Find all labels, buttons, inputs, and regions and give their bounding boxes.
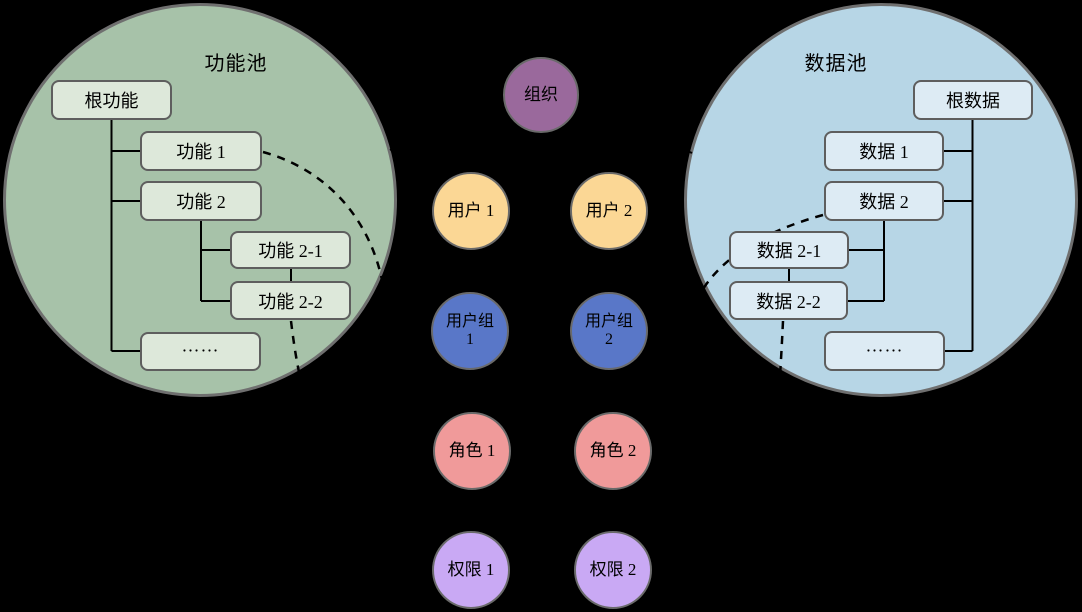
dashed-link-function2-2 xyxy=(289,320,444,546)
entity-label: 角色 1 xyxy=(448,441,496,461)
entity-permission-2: 权限 2 xyxy=(574,531,652,609)
data-pool-title: 数据池 xyxy=(804,53,868,75)
node-label: 数据 2-2 xyxy=(756,291,821,312)
node-data-2-1: 数据 2-1 xyxy=(729,231,849,269)
entity-label: 权限 2 xyxy=(589,560,637,580)
hierarchy-lines xyxy=(389,101,693,543)
entity-label: 用户组 xyxy=(584,312,633,330)
node-function-2: 功能 2 xyxy=(140,181,262,221)
entity-role-1: 角色 1 xyxy=(433,412,511,490)
function-tree-lines xyxy=(110,120,292,352)
entity-user-group-2: 用户组 2 xyxy=(570,292,648,370)
node-function-2-2: 功能 2-2 xyxy=(230,281,351,320)
entity-label-line2: 2 xyxy=(605,331,613,348)
entity-label: 角色 2 xyxy=(589,441,637,461)
node-label: 数据 1 xyxy=(859,142,909,162)
node-label: 根数据 xyxy=(946,91,1000,111)
node-data-2: 数据 2 xyxy=(824,181,944,221)
entity-label-line2: 1 xyxy=(466,331,474,348)
node-label: …… xyxy=(865,335,904,356)
entity-permission-1: 权限 1 xyxy=(432,531,510,609)
entity-user-group-1: 用户组 1 xyxy=(431,292,509,370)
entity-label: 组织 xyxy=(524,85,558,105)
node-function-more: …… xyxy=(140,332,261,371)
node-label: 功能 2-1 xyxy=(258,241,323,261)
node-label: 功能 2-2 xyxy=(258,291,323,312)
entity-label: 用户组 xyxy=(445,312,494,330)
node-function-1: 功能 1 xyxy=(140,131,262,171)
node-data-1: 数据 1 xyxy=(824,131,944,171)
node-function-2-1: 功能 2-1 xyxy=(230,231,351,269)
node-data-2-2: 数据 2-2 xyxy=(729,281,848,320)
function-pool-title: 功能池 xyxy=(204,53,268,75)
node-label: 根功能 xyxy=(84,91,139,111)
node-root-data: 根数据 xyxy=(913,80,1033,120)
entity-user-2: 用户 2 xyxy=(570,172,648,250)
entity-role-2: 角色 2 xyxy=(574,412,652,490)
node-label: …… xyxy=(181,335,220,356)
data-tree-lines xyxy=(788,120,974,352)
entity-label: 用户 2 xyxy=(585,201,633,221)
entity-user-1: 用户 1 xyxy=(432,172,510,250)
node-label: 数据 2-1 xyxy=(756,241,822,261)
dashed-link-function1 xyxy=(262,150,459,535)
entity-label: 权限 1 xyxy=(447,560,495,580)
entity-label: 用户 1 xyxy=(447,201,495,221)
node-label: 功能 2 xyxy=(176,192,226,212)
dashed-link-data2-2 xyxy=(639,320,785,541)
node-label: 数据 2 xyxy=(859,192,909,212)
entity-organization: 组织 xyxy=(503,57,579,133)
node-label: 功能 1 xyxy=(176,142,226,162)
node-root-function: 根功能 xyxy=(51,80,172,120)
node-data-more: …… xyxy=(824,331,945,371)
